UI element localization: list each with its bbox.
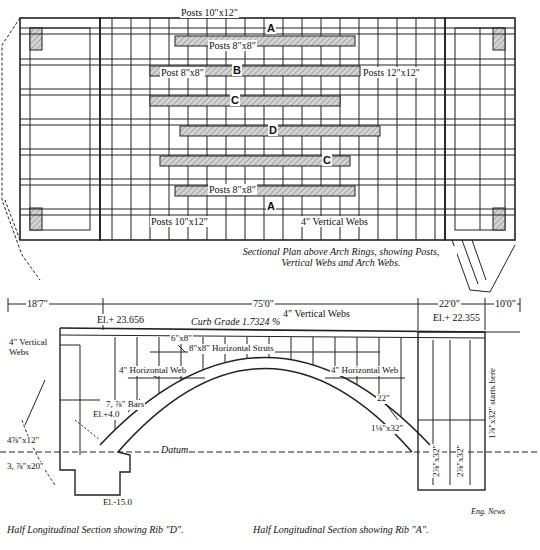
drawing-label: 6"x8" — [170, 334, 193, 344]
drawing-label: 22'0" — [438, 298, 461, 309]
drawing-label: B — [232, 64, 242, 76]
drawing-label: 75'0" — [252, 298, 275, 309]
drawing-label: 4" Vertical Webs — [8, 338, 52, 358]
drawing-label: Posts 8"x8" — [208, 40, 257, 51]
drawing-label: 1⅞"x32" starts here — [488, 367, 498, 440]
drawing-label: Eng. News — [470, 508, 506, 517]
drawing-label: A — [266, 200, 276, 212]
drawing-label: 2⅞"x32" — [432, 444, 442, 478]
drawing-label: 10'0" — [494, 298, 517, 309]
drawing-label: 4" Horizontal Web — [330, 366, 399, 376]
drawing-label: El.+4.0 — [92, 410, 121, 420]
drawing-label: Posts 10"x12" — [180, 7, 239, 18]
drawing-label: C — [230, 94, 240, 106]
drawing-label: 18'7" — [26, 298, 49, 309]
drawing-label: 4⅞"x12" — [6, 436, 40, 446]
drawing-label: Half Longitudinal Section showing Rib "D… — [6, 524, 185, 535]
drawing-label: C — [322, 154, 332, 166]
drawing-label: A — [266, 22, 276, 34]
drawing-label: 7, ⅞" Bars — [105, 400, 145, 410]
drawing-label: Post 8"x8" — [160, 67, 205, 78]
drawing-label: D — [268, 124, 278, 136]
drawing-label: 4" Vertical Webs — [300, 216, 369, 227]
drawing-label: Curb Grade 1.7324 % — [190, 316, 281, 327]
drawing-label: 8"x8" Horizontal Struts — [188, 344, 275, 354]
drawing-label: 4" Horizontal Web — [118, 366, 187, 376]
drawing-label: El.+ 23.656 — [96, 314, 145, 325]
drawing-label: Datum — [160, 444, 189, 455]
drawing-label: Posts 12"x12" — [362, 67, 421, 78]
drawing-label: 3, ⅞"x20" — [6, 462, 45, 472]
drawing-label: Posts 10"x12" — [150, 216, 209, 227]
drawing-label: 1⅛"x32" — [370, 424, 404, 434]
drawing-label: El.-15.0 — [102, 498, 133, 508]
drawing-label: 22" — [376, 394, 391, 404]
drawing-label: Sectional Plan above Arch Rings, showing… — [225, 246, 457, 268]
drawing-label: Half Longitudinal Section showing Rib "A… — [252, 524, 430, 535]
drawing-label: Posts 8"x8" — [208, 184, 257, 195]
drawing-label: El.+ 22.355 — [432, 312, 481, 323]
drawing-label: 4" Vertical Webs — [282, 308, 351, 319]
drawing-label: 2⅞"x32" — [456, 444, 466, 478]
